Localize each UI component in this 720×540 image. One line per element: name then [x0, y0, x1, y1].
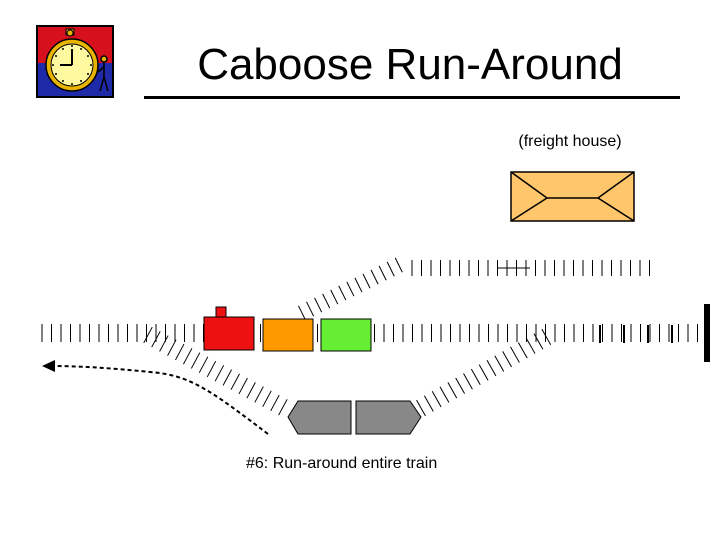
track-tie: [439, 386, 450, 403]
track-tie: [346, 281, 355, 297]
title-underline: [144, 96, 680, 99]
track-tie: [502, 351, 512, 368]
track-tie: [478, 364, 489, 381]
track-tie: [143, 326, 153, 344]
page-title: Caboose Run-Around: [197, 40, 623, 89]
track-tie: [378, 265, 387, 281]
track-bumper: [704, 304, 710, 362]
track-tie: [262, 390, 272, 407]
track-tie: [214, 365, 225, 382]
track-tie: [517, 342, 528, 359]
track-tie: [222, 369, 233, 386]
track-tie: [182, 348, 193, 365]
track-tie: [298, 305, 306, 321]
track-tie: [314, 297, 323, 313]
track-tie: [159, 335, 169, 352]
track-tie: [270, 394, 280, 412]
track-tie: [416, 399, 426, 417]
track-tie: [230, 373, 240, 390]
train: [203, 306, 372, 352]
stopwatch-logo: [36, 25, 114, 98]
tracks: [41, 257, 698, 417]
track-tie: [322, 293, 331, 309]
track-tie: [167, 339, 177, 356]
track-tie: [190, 352, 201, 369]
track-tie: [541, 328, 552, 346]
caboose: [203, 306, 255, 351]
track-tie: [151, 331, 161, 348]
track-tie: [423, 395, 434, 412]
track-tie: [455, 377, 466, 394]
locomotive: [287, 400, 422, 435]
track-tie: [198, 356, 209, 373]
track-tie: [238, 377, 248, 395]
track-tie: [338, 285, 347, 301]
freight-house: [510, 171, 635, 222]
track-tie: [525, 337, 536, 354]
track-tie: [533, 333, 544, 350]
track-tie: [246, 382, 256, 399]
track-tie: [447, 382, 458, 399]
track-tie: [206, 360, 217, 378]
boxcar-orange: [262, 318, 314, 352]
track-tie: [175, 343, 185, 361]
track-tie: [354, 277, 363, 293]
step-caption: #6: Run-around entire train: [246, 455, 438, 472]
movement-arrow: [42, 360, 269, 435]
track-tie: [278, 399, 288, 416]
track-tie: [386, 261, 395, 277]
stopwatch-icon: [45, 28, 99, 92]
track-tie: [330, 289, 339, 305]
track-tie: [370, 269, 379, 285]
track-tie: [463, 373, 473, 390]
track-tie: [470, 368, 481, 386]
track-tie: [494, 355, 505, 372]
runner-figure-icon: [97, 55, 109, 92]
freight-house-label: (freight house): [518, 133, 622, 150]
track-tie: [306, 301, 315, 317]
boxcar-green: [320, 318, 372, 352]
track-tie: [362, 273, 371, 289]
track-tie: [486, 359, 497, 377]
track-tie: [431, 391, 442, 408]
track-tie: [254, 386, 264, 403]
track-tie: [394, 257, 403, 273]
track-tie: [510, 346, 520, 363]
